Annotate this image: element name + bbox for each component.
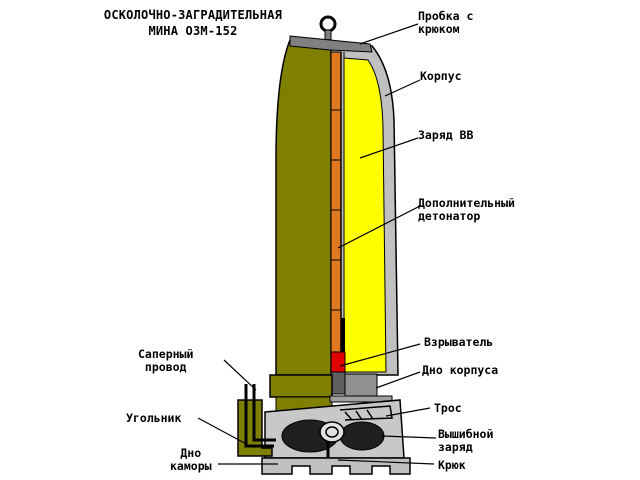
- label-cable: Трос: [434, 401, 462, 415]
- cable-coil: [319, 405, 393, 443]
- label-body-bottom: Дно корпуса: [422, 363, 499, 377]
- casing-olive: [275, 39, 332, 376]
- diagram-title-line1: ОСКОЛОЧНО-ЗАГРАДИТЕЛЬНАЯ: [103, 8, 283, 22]
- leader-lines: [197, 23, 437, 465]
- extra-detonator: [330, 51, 342, 371]
- detonator-segments: [331, 109, 341, 311]
- lower-skirt: [269, 374, 333, 398]
- label-body: Корпус: [420, 69, 462, 83]
- label-fuze: Взрыватель: [424, 335, 494, 349]
- label-angle: Угольник: [126, 411, 182, 425]
- sapper-wire: [244, 384, 274, 448]
- chamber-bottom: [261, 457, 411, 475]
- diagram-title-line2: МИНА ОЗМ-152: [148, 24, 238, 38]
- expelling-charge-right: [339, 421, 385, 451]
- plug-cap: [289, 35, 373, 53]
- fuze: [330, 351, 346, 373]
- top-ring: [319, 15, 337, 33]
- label-hook: Крюк: [438, 458, 466, 472]
- explosive-charge: [343, 57, 387, 373]
- label-charge: Заряд ВВ: [418, 128, 474, 142]
- body-bottom: [344, 373, 378, 399]
